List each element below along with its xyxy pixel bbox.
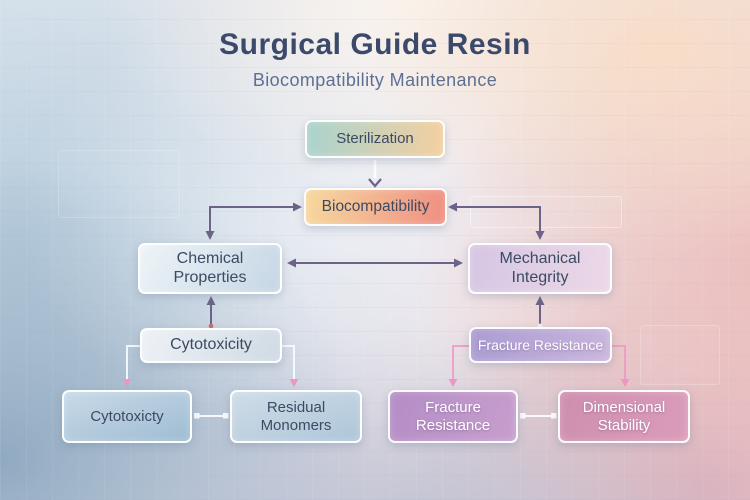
connector-fracture-left xyxy=(448,345,470,387)
connector-cytotoxicity-left xyxy=(122,345,141,387)
node-sterilization: Sterilization xyxy=(305,120,445,158)
page-title: Surgical Guide Resin xyxy=(219,28,531,61)
arrow-biocompatibility-chemical xyxy=(205,202,302,240)
arrow-cytotoxicity-up xyxy=(206,296,216,329)
ghost-rectangle xyxy=(470,196,622,228)
node-chemical-properties: Chemical Properties xyxy=(138,243,282,294)
arrow-sterilization-to-biocompatibility xyxy=(368,160,382,188)
connector-fracture-dimensional xyxy=(520,413,557,419)
node-cytotoxicty-bottom: Cytotoxicty xyxy=(62,390,192,443)
page-subtitle: Biocompatibility Maintenance xyxy=(252,70,498,90)
connector-cytotoxicty-residual xyxy=(194,413,229,419)
connector-cytotoxicity-right xyxy=(281,345,299,387)
ghost-rectangle xyxy=(58,150,180,218)
node-dimensional-stability: Dimensional Stability xyxy=(558,390,690,443)
connector-fracture-right xyxy=(611,345,630,387)
node-residual-monomers: Residual Monomers xyxy=(230,390,362,443)
node-cytotoxicity-mid: Cytotoxicity xyxy=(140,328,282,363)
node-fracture-resistance-mid: Fracture Resistance xyxy=(469,327,612,363)
ghost-rectangle xyxy=(640,325,720,385)
node-biocompatibility: Biocompatibility xyxy=(304,188,447,226)
node-mechanical-integrity: Mechanical Integrity xyxy=(468,243,612,294)
arrow-chemical-mechanical-bidirectional xyxy=(287,258,463,268)
arrow-fracture-up xyxy=(535,296,545,329)
node-fracture-resistance-bottom: Fracture Resistance xyxy=(388,390,518,443)
